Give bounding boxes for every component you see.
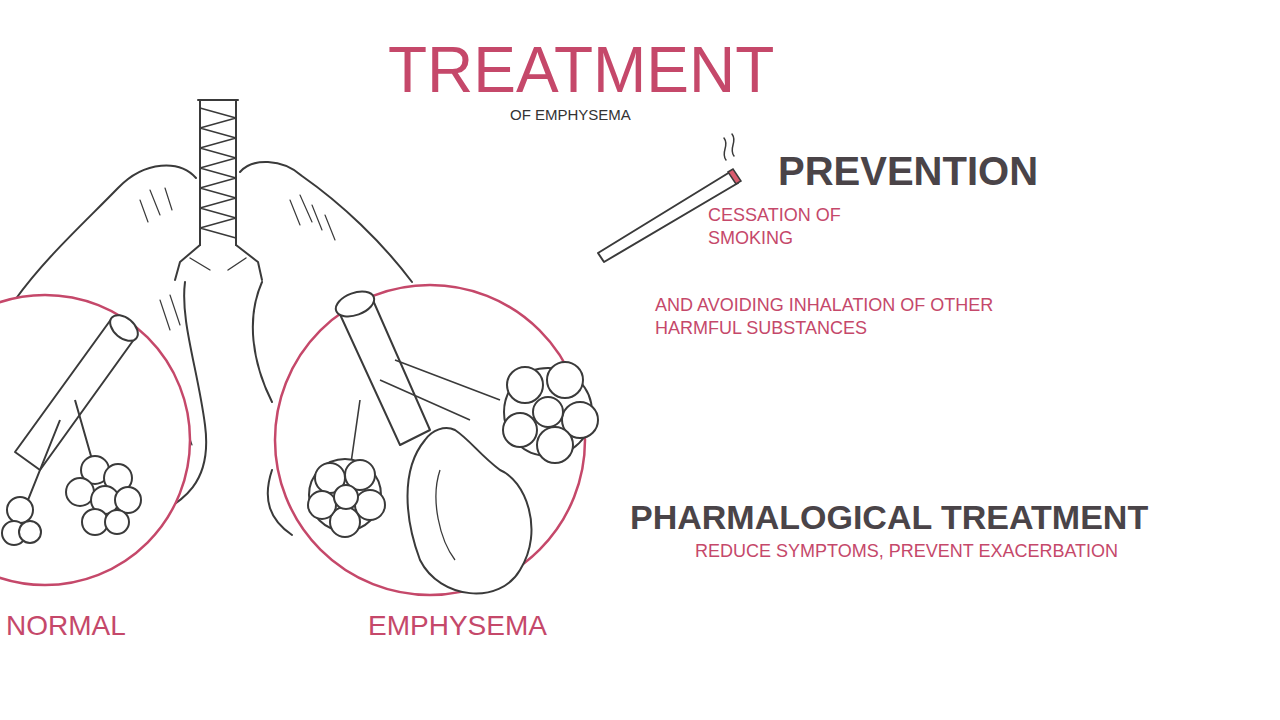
alveolus bbox=[19, 521, 41, 543]
left-lung-shading bbox=[140, 188, 172, 222]
bronchi bbox=[175, 245, 262, 280]
emphysema-magnifier bbox=[275, 285, 585, 595]
subtitle: OF EMPHYSEMA bbox=[510, 106, 631, 125]
alveolus bbox=[66, 478, 94, 506]
title: TREATMENT bbox=[388, 30, 774, 110]
bronchi-rings bbox=[190, 258, 246, 270]
left-lung-outline bbox=[15, 166, 196, 300]
bronchiole-opening bbox=[105, 310, 142, 346]
enlarged-alveolus bbox=[408, 428, 532, 593]
note: AND AVOIDING INHALATION OF OTHER HARMFUL… bbox=[655, 294, 1035, 339]
bronchiole bbox=[15, 318, 135, 470]
normal-alveoli bbox=[2, 310, 143, 545]
right-lung-shading bbox=[290, 195, 335, 240]
alveolus bbox=[537, 427, 573, 463]
alveolus-wall bbox=[436, 470, 455, 560]
bronchiole bbox=[338, 298, 430, 445]
alveolus bbox=[7, 497, 33, 523]
alveolus bbox=[308, 491, 336, 519]
alveolus bbox=[115, 487, 141, 513]
alveolus bbox=[334, 485, 358, 509]
emphysema-alveoli bbox=[308, 287, 598, 594]
bronchiole-opening bbox=[332, 287, 377, 321]
section-heading: PHARMALOGICAL TREATMENT bbox=[630, 496, 1148, 539]
note: REDUCE SYMPTOMS, PREVENT EXACERBATION bbox=[695, 540, 1118, 563]
trachea-rings bbox=[200, 108, 236, 238]
note: CESSATION OF SMOKING bbox=[708, 204, 883, 249]
cigarette-tip bbox=[728, 169, 741, 184]
alveolus bbox=[547, 362, 583, 398]
right-lung-outline bbox=[240, 162, 412, 282]
trachea bbox=[200, 100, 236, 245]
smoke bbox=[724, 134, 734, 160]
panel-label: NORMAL bbox=[6, 608, 126, 643]
right-lung-medial bbox=[253, 282, 272, 402]
section-heading: PREVENTION bbox=[778, 146, 1038, 196]
trachea-top bbox=[198, 99, 238, 101]
alveolus bbox=[105, 510, 129, 534]
alveolus bbox=[533, 397, 563, 427]
alveolus bbox=[503, 413, 537, 447]
normal-magnifier bbox=[0, 295, 190, 585]
alveolus bbox=[507, 367, 543, 403]
panel-label: EMPHYSEMA bbox=[368, 608, 547, 643]
